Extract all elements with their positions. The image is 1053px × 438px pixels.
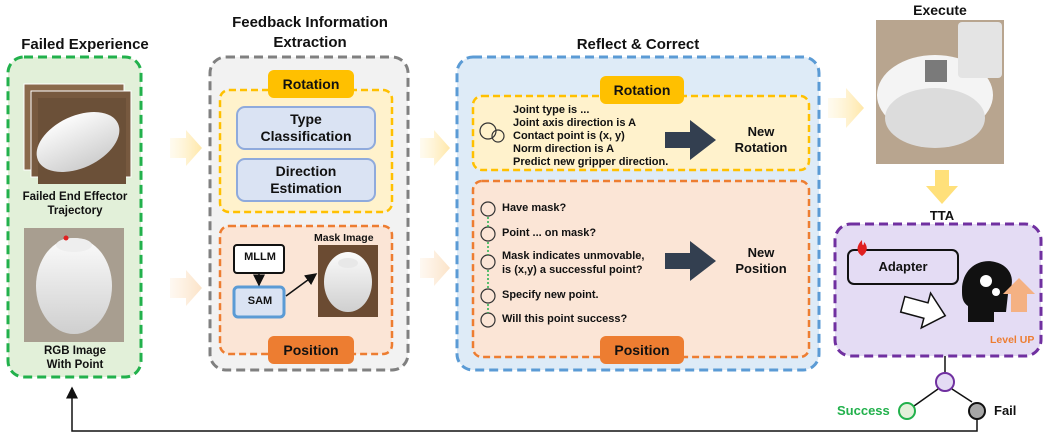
arrow-feedback-to-position bbox=[420, 250, 450, 286]
rgb-caption: RGB Image With Point bbox=[44, 345, 106, 371]
trajectory-photos bbox=[23, 83, 132, 184]
success-label: Success bbox=[837, 403, 890, 418]
execute-title: Execute bbox=[913, 2, 967, 18]
reflect-position-label: Position bbox=[600, 336, 684, 364]
arrow-feedback-to-rotation bbox=[420, 130, 450, 166]
level-up-label: Level UP bbox=[990, 334, 1035, 346]
arrow-exp-to-position bbox=[170, 270, 202, 306]
level-up-arrow-icon bbox=[1003, 278, 1035, 312]
feedback-title-line1: Feedback Information bbox=[232, 14, 388, 31]
reflect-rotation-label: Rotation bbox=[600, 76, 684, 104]
position-prompt-4: is (x,y) a successful point? bbox=[502, 264, 643, 276]
rotation-prompt-2: Joint axis direction is A bbox=[513, 117, 637, 129]
mask-caption: Mask Image bbox=[314, 232, 374, 244]
rotation-prompt-5: Predict new gripper direction. bbox=[513, 156, 669, 168]
position-prompt-2: Point ... on mask? bbox=[502, 227, 597, 239]
rotation-prompt-4: Norm direction is A bbox=[513, 143, 615, 155]
flame-icon bbox=[857, 240, 867, 256]
hollow-arrow-icon bbox=[899, 291, 947, 330]
rotation-prompt-1: Joint type is ... bbox=[513, 104, 590, 116]
new-rotation-arrow bbox=[665, 120, 716, 160]
arrow-exp-to-rotation bbox=[170, 130, 202, 166]
feedback-title-line2: Extraction bbox=[273, 34, 347, 51]
adapter-label: Adapter bbox=[878, 259, 928, 274]
feedback-position-label: Position bbox=[268, 336, 354, 364]
fail-node bbox=[968, 402, 986, 420]
tta-title: TTA bbox=[929, 208, 955, 223]
type-classification-box: Type Classification bbox=[236, 106, 376, 150]
adapter-box bbox=[847, 249, 959, 285]
position-prompt-5: Specify new point. bbox=[502, 289, 599, 301]
new-rotation-label: New Rotation bbox=[734, 124, 788, 155]
new-position-label: New Position bbox=[735, 245, 787, 276]
new-position-arrow bbox=[665, 241, 716, 281]
mllm-label: MLLM bbox=[244, 251, 276, 263]
chat-icons-rotation bbox=[479, 122, 505, 143]
trajectory-caption: Failed End Effector Trajectory bbox=[22, 191, 128, 217]
success-fail-node bbox=[935, 372, 955, 392]
feedback-loop-line bbox=[66, 386, 978, 432]
arrow-execute-to-tta bbox=[926, 170, 958, 204]
brain-head-icon bbox=[962, 261, 1012, 322]
sam-label: SAM bbox=[247, 295, 273, 307]
arrow-reflect-to-execute bbox=[828, 88, 864, 128]
success-node bbox=[898, 402, 916, 420]
rotation-prompt-3: Contact point is (x, y) bbox=[513, 130, 625, 142]
reflect-title: Reflect & Correct bbox=[576, 36, 700, 53]
position-prompt-3: Mask indicates unmovable, bbox=[502, 250, 645, 262]
sam-box bbox=[232, 285, 286, 319]
execute-photo bbox=[876, 20, 1004, 164]
failed-experience-title: Failed Experience bbox=[21, 36, 149, 53]
feedback-rotation-label: Rotation bbox=[268, 70, 354, 98]
rgb-photo bbox=[24, 228, 124, 342]
position-prompt-1: Have mask? bbox=[502, 202, 567, 214]
fail-label: Fail bbox=[994, 403, 1017, 418]
position-prompt-6: Will this point success? bbox=[502, 313, 628, 325]
direction-estimation-box: Direction Estimation bbox=[236, 158, 376, 202]
